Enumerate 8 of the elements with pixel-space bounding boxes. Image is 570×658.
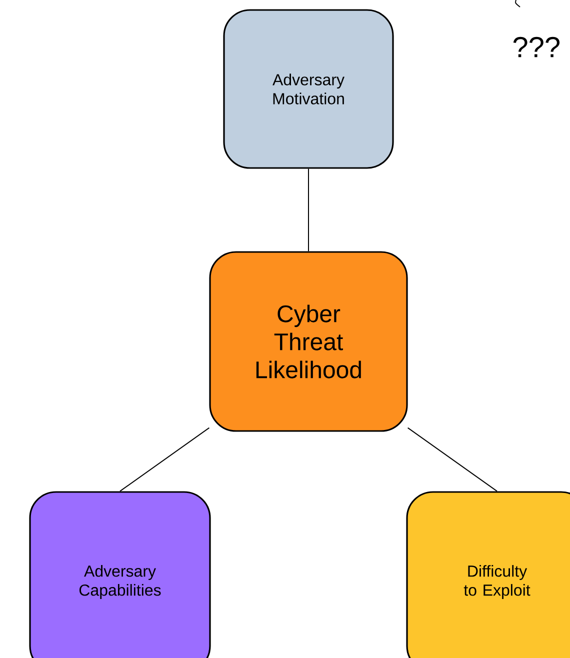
connector-line — [308, 168, 309, 252]
connector-line — [407, 427, 498, 492]
connector-line — [120, 427, 210, 492]
process-box: Difficulty to Exploit — [406, 491, 570, 658]
process-box: Adversary Capabilities — [29, 491, 211, 658]
process-box: Cyber Threat Likelihood — [209, 251, 408, 432]
process-box: Adversary Motivation — [223, 9, 394, 169]
note-text: ??? — [513, 36, 560, 58]
